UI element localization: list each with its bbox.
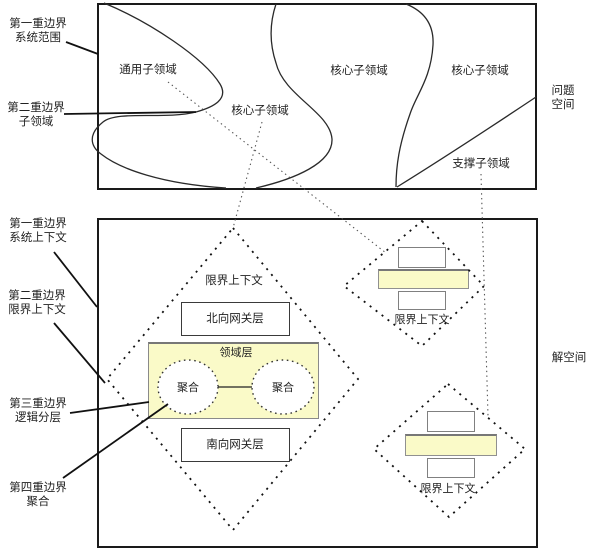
annotation-boundary2-solution: 第二重边界 限界上下文 <box>8 289 66 317</box>
problem-space-side-label: 问题 空间 <box>552 84 575 112</box>
annotation-line: 第二重边界 <box>7 102 65 114</box>
side-label-line: 问题 <box>551 85 575 97</box>
supporting-subdomain-label: 支撑子领域 <box>452 158 510 170</box>
pointer-boundary1-problem <box>65 41 99 55</box>
south-gateway-label: 南向网关层 <box>206 439 264 451</box>
top-right-bounded-context-label: 限界上下文 <box>394 314 450 326</box>
annotation-line: 系统上下文 <box>9 232 67 244</box>
annotation-line: 聚合 <box>26 496 50 508</box>
context-br-top-box <box>427 411 475 432</box>
annotation-boundary1-problem: 第一重边界 系统范围 <box>9 17 67 45</box>
annotation-line: 第一重边界 <box>9 18 67 30</box>
annotation-line: 限界上下文 <box>8 304 66 316</box>
north-gateway-label: 北向网关层 <box>206 313 264 325</box>
core-subdomain-label-right: 核心子领域 <box>451 65 509 77</box>
context-tr-bottom-box <box>398 291 446 310</box>
annotation-line: 系统范围 <box>15 32 61 44</box>
core-subdomain-label-middle: 核心子领域 <box>330 65 388 77</box>
domain-layer-label: 领域层 <box>219 347 253 359</box>
aggregate-left-label: 聚合 <box>177 382 199 394</box>
context-tr-top-box <box>398 247 446 268</box>
generic-subdomain-label: 通用子领域 <box>119 64 177 76</box>
annotation-boundary4-solution: 第四重边界 聚合 <box>9 481 67 509</box>
annotation-line: 第一重边界 <box>9 218 67 230</box>
annotation-line: 第二重边界 <box>8 290 66 302</box>
main-bounded-context-label: 限界上下文 <box>205 275 263 287</box>
annotation-line: 逻辑分层 <box>15 412 61 424</box>
bottom-right-bounded-context-label: 限界上下文 <box>420 483 476 495</box>
annotation-line: 第四重边界 <box>9 482 67 494</box>
annotation-boundary2-problem: 第二重边界 子领域 <box>7 101 65 129</box>
annotation-boundary1-solution: 第一重边界 系统上下文 <box>9 217 67 245</box>
solution-space-side-label: 解空间 <box>551 352 587 364</box>
annotation-line: 第三重边界 <box>9 398 67 410</box>
core-subdomain-label-left: 核心子领域 <box>231 105 289 117</box>
context-br-highlight-box <box>405 434 497 456</box>
side-label-line: 空间 <box>551 99 575 111</box>
annotation-boundary3-solution: 第三重边界 逻辑分层 <box>9 397 67 425</box>
context-br-bottom-box <box>427 458 475 478</box>
aggregate-right-label: 聚合 <box>272 382 294 394</box>
annotation-line: 子领域 <box>18 116 54 128</box>
context-tr-highlight-box <box>378 269 469 289</box>
